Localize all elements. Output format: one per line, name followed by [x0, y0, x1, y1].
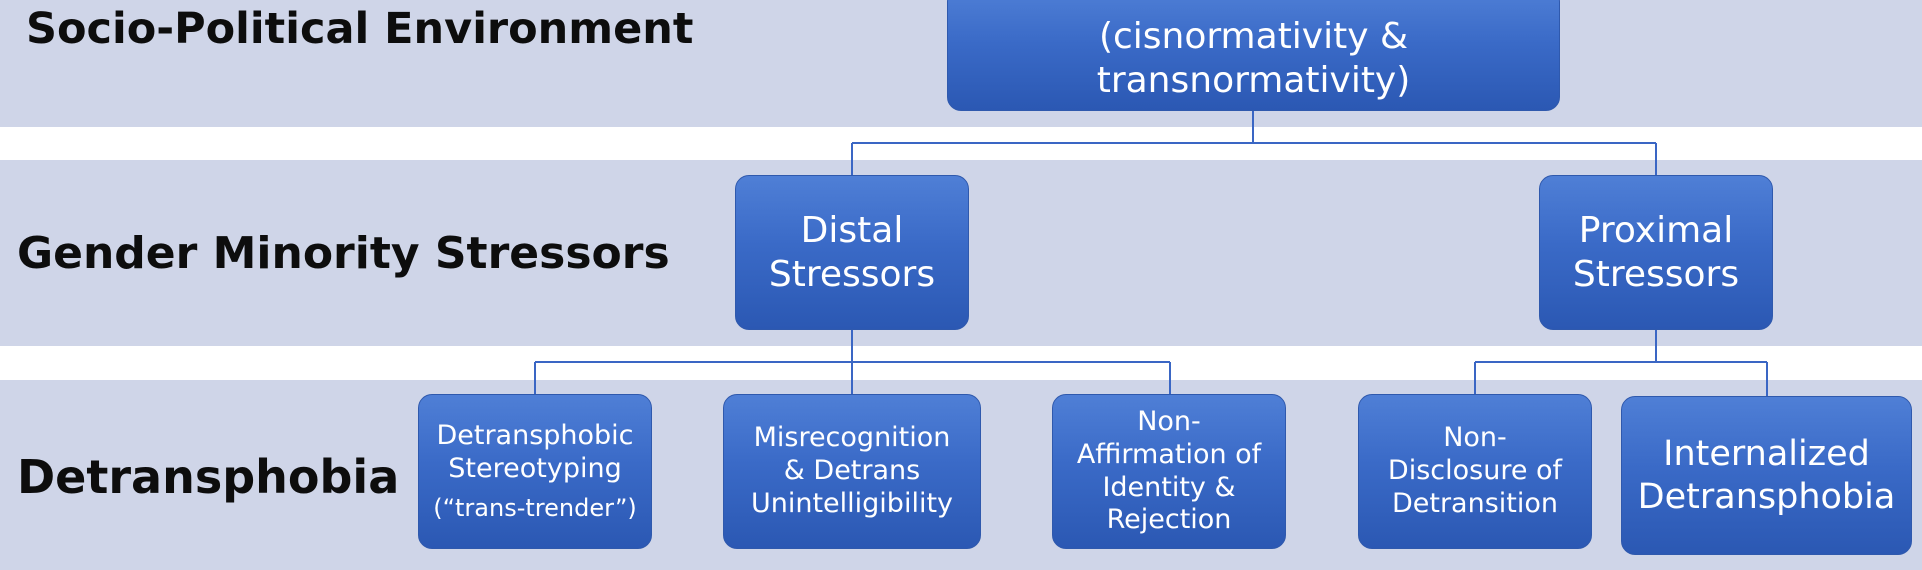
node-line: Stereotyping — [448, 452, 622, 484]
node-line: & Detrans — [783, 455, 921, 487]
node-non-affirmation-rejection: Non- Affirmation of Identity & Rejection — [1052, 394, 1286, 549]
node-non-disclosure-detransition: Non- Disclosure of Detransition — [1358, 394, 1592, 549]
node-line: Internalized — [1663, 433, 1870, 474]
node-distal-stressors: Distal Stressors — [735, 175, 969, 330]
node-line: Detransphobia — [1637, 476, 1896, 517]
node-line: (cisnormativity & — [1098, 15, 1409, 57]
node-misrecognition-unintelligibility: Misrecognition & Detrans Unintelligibili… — [723, 394, 981, 549]
band-label-gender-minority-stressors: Gender Minority Stressors — [17, 228, 670, 279]
node-proximal-stressors: Proximal Stressors — [1539, 175, 1773, 330]
node-line: Disclosure of — [1387, 455, 1563, 487]
band-label-socio-political: Socio-Political Environment — [26, 4, 694, 54]
node-line: Stressors — [768, 253, 936, 295]
node-line: Rejection — [1106, 504, 1232, 536]
node-line: Detransition — [1391, 487, 1559, 519]
node-line: (“trans-trender”) — [433, 493, 637, 522]
node-cisnormativity-transnormativity: (cisnormativity & transnormativity) — [947, 0, 1560, 111]
node-line: Stressors — [1572, 253, 1740, 295]
node-line: Proximal — [1578, 209, 1734, 251]
node-line: Misrecognition — [753, 422, 951, 454]
node-line: transnormativity) — [1096, 59, 1411, 101]
node-line: Affirmation of — [1076, 438, 1262, 470]
band-label-detransphobia: Detransphobia — [17, 450, 400, 504]
node-line: Non- — [1443, 422, 1507, 454]
node-line: Detransphobic — [436, 419, 634, 451]
node-detransphobic-stereotyping: Detransphobic Stereotyping (“trans-trend… — [418, 394, 652, 549]
node-line: Identity & — [1102, 471, 1236, 503]
node-internalized-detransphobia: Internalized Detransphobia — [1621, 396, 1912, 555]
node-line: Distal — [800, 209, 904, 251]
node-line: Unintelligibility — [750, 487, 954, 519]
node-line: Non- — [1137, 405, 1201, 437]
